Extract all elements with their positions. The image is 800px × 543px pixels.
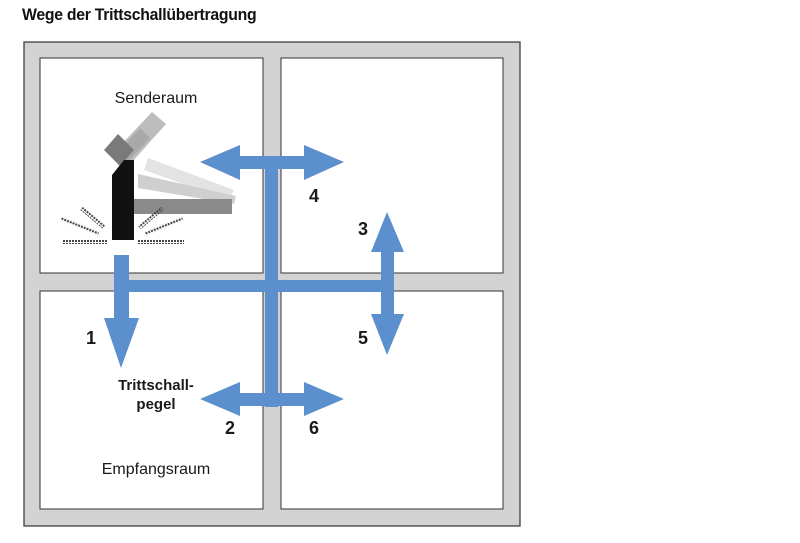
path-number-2: 2 <box>225 418 235 438</box>
tapping-machine-illustration <box>60 112 236 244</box>
label-level-line2: pegel <box>136 396 175 413</box>
label-level-line1: Trittschall- <box>118 377 194 394</box>
path-number-4: 4 <box>309 186 319 206</box>
label-sender-room: Senderaum <box>115 90 198 107</box>
path-number-5: 5 <box>358 328 368 348</box>
path-number-3: 3 <box>358 219 368 239</box>
arrow-path-1 <box>114 255 129 320</box>
path-number-1: 1 <box>86 328 96 348</box>
arrow-path-3-5 <box>381 235 394 330</box>
arrow-path-2-6 <box>224 393 318 406</box>
vibration-lines-right <box>138 206 184 244</box>
label-receiver-room: Empfangsraum <box>102 461 211 478</box>
path-number-6: 6 <box>309 418 319 438</box>
arrow-path-4 <box>224 156 318 169</box>
transmission-arrows <box>104 145 404 416</box>
diagram-title: Wege der Trittschallübertragung <box>22 5 257 24</box>
vibration-lines-left <box>60 206 108 244</box>
